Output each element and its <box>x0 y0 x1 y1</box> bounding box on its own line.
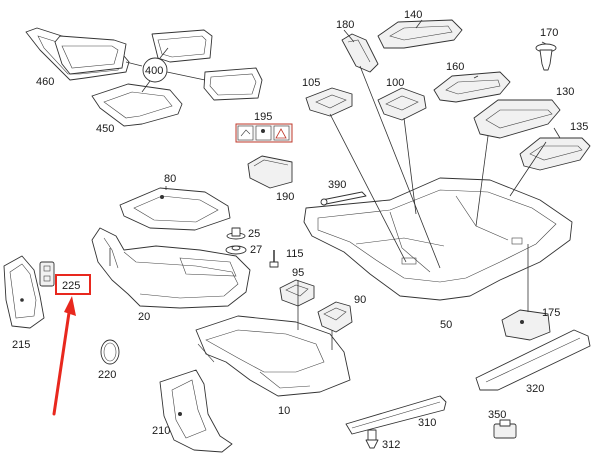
callout-220[interactable]: 220 <box>98 369 116 381</box>
callout-labels: 460 400 450 195 190 80 25 27 115 95 90 2… <box>12 9 588 451</box>
clip-225-part[interactable] <box>39 261 55 287</box>
callout-312[interactable]: 312 <box>382 439 400 451</box>
caution-triangle-icon <box>275 128 287 139</box>
callout-390[interactable]: 390 <box>328 179 346 191</box>
arrow-head-icon <box>64 296 76 316</box>
floor-mat-rear-right[interactable] <box>203 67 263 101</box>
callout-25[interactable]: 25 <box>248 228 260 240</box>
callout-80[interactable]: 80 <box>164 173 176 185</box>
callout-130[interactable]: 130 <box>556 86 574 98</box>
callout-320[interactable]: 320 <box>526 383 544 395</box>
floor-mats-group <box>25 27 263 127</box>
callout-115[interactable]: 115 <box>286 248 304 260</box>
bracket-180[interactable] <box>341 33 379 73</box>
callout-400-circle <box>142 57 168 83</box>
callout-195[interactable]: 195 <box>254 111 272 123</box>
floor-mat-rear-left[interactable] <box>54 35 127 75</box>
grommet-220[interactable] <box>100 339 120 365</box>
fastener-25[interactable] <box>226 227 246 240</box>
hand-icon <box>240 129 251 137</box>
callout-350[interactable]: 350 <box>488 409 506 421</box>
trim-panel-210[interactable] <box>159 369 233 453</box>
callout-100[interactable]: 100 <box>386 77 404 89</box>
bracket-175[interactable] <box>501 309 551 341</box>
callout-95[interactable]: 95 <box>292 267 304 279</box>
trunk-liner-20[interactable] <box>91 227 251 309</box>
callout-105[interactable]: 105 <box>302 77 320 89</box>
pocket-100[interactable] <box>377 87 427 121</box>
cover-190[interactable] <box>247 155 293 189</box>
callout-310[interactable]: 310 <box>418 417 436 429</box>
callout-27[interactable]: 27 <box>250 244 262 256</box>
callout-170[interactable]: 170 <box>540 27 558 39</box>
callout-140[interactable]: 140 <box>404 9 422 21</box>
tray-140[interactable] <box>377 19 463 49</box>
callout-190[interactable]: 190 <box>276 191 294 203</box>
highlight-box <box>55 274 91 295</box>
tray-160[interactable] <box>433 71 511 103</box>
highlight-225: 225 <box>52 274 91 416</box>
trunk-floor-cover-80[interactable] <box>119 187 231 231</box>
tray-90[interactable] <box>317 301 353 333</box>
callout-10[interactable]: 10 <box>278 405 290 417</box>
leader-lines <box>109 19 561 350</box>
callout-135[interactable]: 135 <box>570 121 588 133</box>
person-icon <box>261 129 265 133</box>
callout-210[interactable]: 210 <box>152 425 170 437</box>
front-carpet-10[interactable] <box>195 315 351 397</box>
callout-450[interactable]: 450 <box>96 123 114 135</box>
warning-labels-195[interactable] <box>235 123 293 143</box>
callout-90[interactable]: 90 <box>354 294 366 306</box>
highlight-arrow <box>52 304 72 416</box>
floor-mat-450[interactable] <box>91 83 183 127</box>
callout-225[interactable]: 225 <box>62 280 80 292</box>
callout-160[interactable]: 160 <box>446 61 464 73</box>
clip-170[interactable] <box>535 43 557 71</box>
floor-carpet-50[interactable] <box>303 177 573 301</box>
clip-350[interactable] <box>493 419 517 439</box>
callout-400[interactable]: 400 <box>145 65 163 77</box>
cupholder-95[interactable] <box>279 279 315 307</box>
bolt-115[interactable] <box>269 250 279 268</box>
callout-20[interactable]: 20 <box>138 311 150 323</box>
tray-130[interactable] <box>473 99 561 139</box>
fastener-27[interactable] <box>225 245 247 255</box>
clip-312[interactable] <box>365 429 379 449</box>
pocket-105[interactable] <box>305 87 353 117</box>
callout-50[interactable]: 50 <box>440 319 452 331</box>
side-trim-215[interactable] <box>3 255 45 329</box>
callout-460[interactable]: 460 <box>36 76 54 88</box>
callout-215[interactable]: 215 <box>12 339 30 351</box>
callout-175[interactable]: 175 <box>542 307 560 319</box>
strip-390[interactable] <box>321 191 367 205</box>
callout-180[interactable]: 180 <box>336 19 354 31</box>
